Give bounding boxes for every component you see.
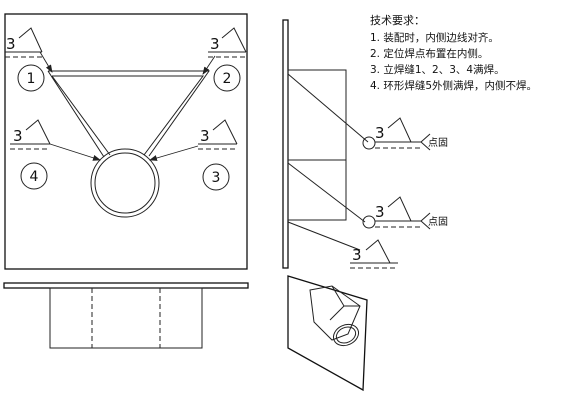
requirement-1: 1. 装配时，内侧边线对齐。 — [370, 31, 499, 44]
callout-2: 2 — [223, 71, 232, 87]
plan-view — [3, 282, 249, 349]
requirement-4: 4. 环形焊缝5外侧满焊，内侧不焊。 — [370, 79, 537, 92]
side-weld-size-top: 3 — [375, 124, 385, 142]
plan-hopper — [49, 287, 203, 349]
side-weld-size-bottom: 3 — [352, 246, 362, 264]
callout-1: 1 — [27, 71, 36, 87]
side-weld-symbol-bottom: 3 — [350, 239, 398, 269]
isometric-view — [287, 275, 368, 392]
front-view: 3 3 3 3 — [4, 13, 248, 270]
requirement-3: 3. 立焊缝1、2、3、4满焊。 — [370, 63, 505, 76]
callout-4-circle — [20, 162, 48, 190]
iso-ring — [332, 323, 360, 347]
weld-size-1: 3 — [6, 35, 16, 53]
weld-size-4: 3 — [13, 127, 23, 145]
requirement-2: 2. 定位焊点布置在内侧。 — [370, 47, 488, 60]
technical-requirements: 技术要求： 1. 装配时，内侧边线对齐。 2. 定位焊点布置在内侧。 3. 立焊… — [370, 14, 537, 92]
callout-1-circle — [17, 64, 45, 92]
callout-4: 4 — [30, 169, 39, 185]
front-plate — [4, 13, 248, 270]
weld-symbol-1: 3 — [5, 27, 53, 73]
requirements-title: 技术要求： — [370, 14, 425, 27]
weld-size-3: 3 — [200, 127, 210, 145]
side-plate — [282, 19, 289, 269]
side-view: 3 点固 3 点固 3 — [282, 19, 448, 269]
callout-2-circle — [213, 64, 241, 92]
weld-symbol-3: 3 — [149, 119, 238, 161]
tack-label-mid: 点固 — [428, 216, 448, 228]
weld-size-2: 3 — [210, 35, 220, 53]
inner-ring — [94, 152, 156, 214]
side-weld-size-mid: 3 — [375, 203, 385, 221]
side-weld-symbol-top: 3 点固 — [362, 117, 448, 151]
plan-plate — [3, 282, 249, 289]
side-hopper — [287, 69, 347, 221]
weld-symbol-2: 3 — [202, 27, 247, 75]
outer-ring — [90, 148, 160, 218]
callout-3-circle — [202, 163, 230, 191]
side-weld-symbol-mid: 3 点固 — [362, 196, 448, 230]
callout-3: 3 — [212, 170, 221, 186]
hopper-outline — [47, 70, 210, 158]
tack-label-top: 点固 — [428, 137, 448, 149]
weld-symbol-4: 3 — [10, 119, 101, 161]
